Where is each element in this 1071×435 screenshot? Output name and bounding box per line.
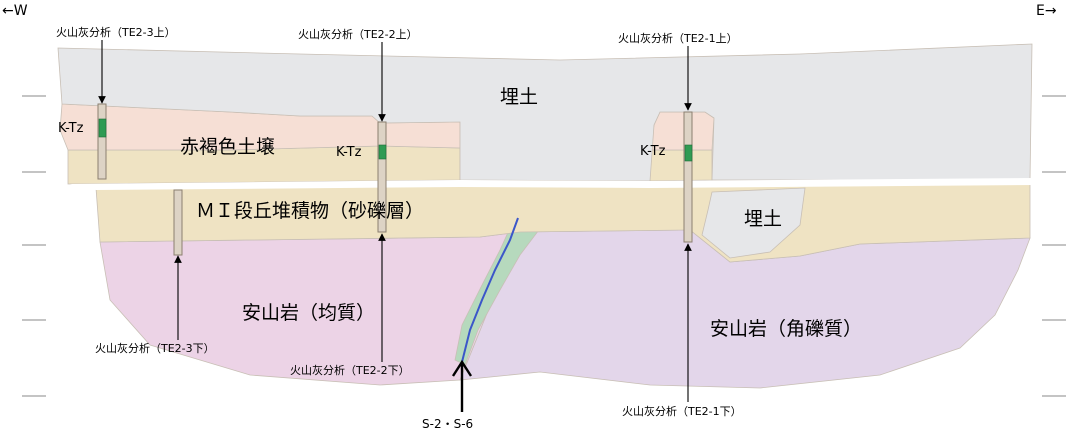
fill-top-layer (57, 43, 1033, 182)
terrace-deposit-label: ＭＩ段丘堆積物（砂礫層） (196, 200, 425, 222)
fault-indicator-arrow (451, 359, 473, 412)
ktz-marker-te2-1 (684, 144, 693, 162)
sample-label-te2-2-top: 火山灰分析（TE2-2上） (298, 28, 418, 41)
borehole-te2-1 (683, 111, 693, 243)
scale-ticks-left (22, 95, 46, 397)
scale-ticks-right (1042, 95, 1066, 397)
sample-label-te2-3-top: 火山灰分析（TE2-3上） (56, 26, 176, 39)
sample-label-te2-1-bottom: 火山灰分析（TE2-1下） (622, 405, 742, 418)
ktz-label-te2-3: K-Tz (58, 121, 84, 136)
red-soil-label: 赤褐色土壌 (180, 136, 276, 158)
direction-east-label: E→ (1036, 3, 1057, 19)
andesite-homogeneous-label: 安山岩（均質） (242, 302, 376, 324)
sample-label-te2-2-bottom: 火山灰分析（TE2-2下） (290, 364, 410, 377)
section-gap (70, 178, 1035, 190)
direction-west-label: ←W (2, 3, 28, 19)
fill-right-label: 埋土 (744, 208, 783, 230)
fill-right-layer (701, 187, 806, 259)
fault-line (461, 217, 519, 363)
fault-label: S-2・S-6 (422, 417, 474, 431)
ktz-label-te2-2: K-Tz (336, 145, 362, 160)
andesite-breccia-label: 安山岩（角礫質） (710, 318, 863, 340)
fill-top-label: 埋土 (500, 86, 539, 108)
ktz-marker-te2-3 (98, 118, 107, 138)
borehole-te2-3-upper (97, 103, 107, 180)
borehole-te2-2 (377, 121, 387, 233)
borehole-te2-3-lower (173, 189, 183, 256)
ktz-label-te2-1: K-Tz (640, 144, 666, 159)
sample-label-te2-3-bottom: 火山灰分析（TE2-3下） (95, 342, 215, 355)
sample-label-te2-1-top: 火山灰分析（TE2-1上） (618, 32, 738, 45)
ktz-marker-te2-2 (378, 144, 387, 160)
